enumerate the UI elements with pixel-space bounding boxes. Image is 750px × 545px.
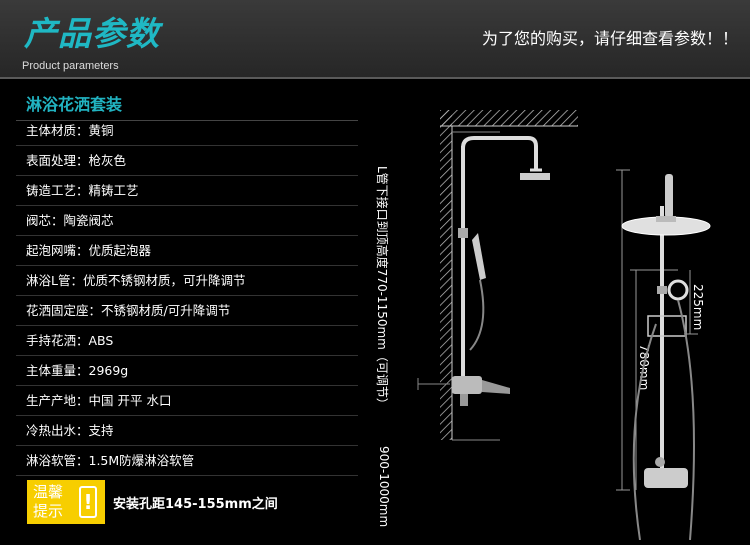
mixer-front xyxy=(644,468,688,488)
spec-row: 表面处理：枪灰色 xyxy=(16,146,358,176)
wall-hatch xyxy=(440,110,452,440)
spec-text: 阀芯：陶瓷阀芯 xyxy=(26,213,114,228)
dim-pipe-height: L管下接口到顶高度770-1150mm（可调节） xyxy=(375,166,390,410)
dim-floor: 900-1000mm xyxy=(377,446,391,527)
header-banner: 产品参数 Product parameters 为了您的购买，请仔细查看参数！！ xyxy=(0,0,750,79)
spec-row: 花洒固定座：不锈钢材质/可升降调节 xyxy=(16,296,358,326)
riser-pipe-front xyxy=(660,206,664,476)
spec-row: 主体材质：黄铜 xyxy=(16,116,358,146)
tip-badge: 温馨提示 ! xyxy=(27,480,105,524)
side-view xyxy=(417,110,578,441)
spec-row: 冷热出水：支持 xyxy=(16,416,358,446)
spec-row: 阀芯：陶瓷阀芯 xyxy=(16,206,358,236)
page-title: 产品参数 xyxy=(24,14,160,53)
hose-front-right xyxy=(677,299,695,540)
header-divider xyxy=(0,77,750,79)
riser-pipe xyxy=(461,146,465,376)
spec-text: 淋浴软管：1.5M防爆淋浴软管 xyxy=(26,453,195,468)
bracket xyxy=(458,228,468,238)
spec-text: 生产产地：中国 开平 水口 xyxy=(26,393,172,408)
spec-title: 淋浴花洒套装 xyxy=(26,95,123,114)
spec-text: 起泡网嘴：优质起泡器 xyxy=(26,243,152,258)
holder-box xyxy=(647,315,687,337)
hand-shower-side xyxy=(472,233,486,280)
spec-row: 起泡网嘴：优质起泡器 xyxy=(16,236,358,266)
spec-row: 手持花洒：ABS xyxy=(16,326,358,356)
shower-arm xyxy=(461,136,538,170)
dim-225-label: 225mm xyxy=(691,284,705,330)
spec-text: 花洒固定座：不锈钢材质/可升降调节 xyxy=(26,303,231,318)
tip-label: 温馨提示 xyxy=(33,483,64,520)
front-view: 780mm 225mm xyxy=(616,169,711,540)
tip-message: 安装孔距145-155mm之间 xyxy=(113,497,278,512)
spec-row: 淋浴软管：1.5M防爆淋浴软管 xyxy=(16,446,358,476)
hand-shower-front xyxy=(667,279,689,301)
spec-row: 铸造工艺：精铸工艺 xyxy=(16,176,358,206)
hose-front-left xyxy=(632,323,657,540)
spec-text: 铸造工艺：精铸工艺 xyxy=(26,183,139,198)
spec-divider xyxy=(16,120,358,121)
slide-bracket xyxy=(657,286,667,294)
spec-text: 冷热出水：支持 xyxy=(26,423,114,438)
spec-row: 淋浴L管：优质不锈钢材质，可升降调节 xyxy=(16,266,358,296)
hose-side xyxy=(469,279,485,351)
spec-row: 主体重量：2969g xyxy=(16,356,358,386)
top-connector xyxy=(665,174,673,218)
spec-text: 手持花洒：ABS xyxy=(26,333,114,348)
shower-head-side xyxy=(520,173,550,180)
tip-bar: 温馨提示 ! 安装孔距145-155mm之间 xyxy=(27,480,352,524)
spec-text: 表面处理：枪灰色 xyxy=(26,153,127,168)
spout xyxy=(482,380,510,394)
ceiling-hatch xyxy=(440,110,578,126)
spec-panel: 淋浴花洒套装 主体材质：黄铜 表面处理：枪灰色 铸造工艺：精铸工艺 阀芯：陶瓷阀… xyxy=(16,86,358,476)
spec-text: 主体重量：2969g xyxy=(26,363,129,378)
page-subtitle: Product parameters xyxy=(22,60,119,72)
spec-text: 淋浴L管：优质不锈钢材质，可升降调节 xyxy=(26,273,246,288)
spec-row: 生产产地：中国 开平 水口 xyxy=(16,386,358,416)
spec-text: 主体材质：黄铜 xyxy=(26,123,114,138)
exclamation-icon: ! xyxy=(79,486,97,518)
shower-diagram: L管下接口到顶高度770-1150mm（可调节） 900-1000mm 780m… xyxy=(375,110,711,540)
purchase-notice: 为了您的购买，请仔细查看参数！！ xyxy=(481,29,738,48)
mixer-body xyxy=(452,376,482,394)
